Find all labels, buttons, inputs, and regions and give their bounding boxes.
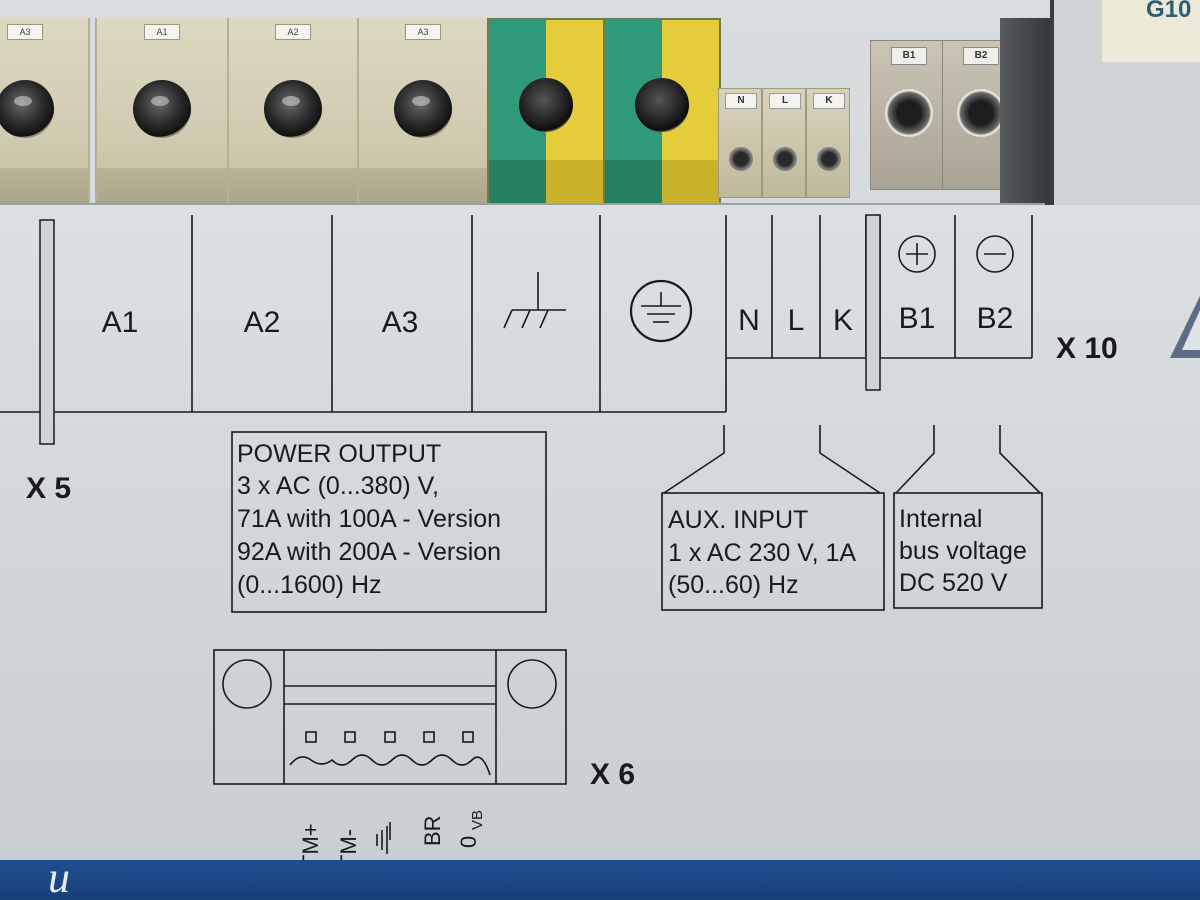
bottom-brand-strip: u — [0, 853, 1200, 900]
terminal-label-b2: B2 — [977, 302, 1014, 335]
terminal-tag: K — [813, 93, 845, 109]
aux-terminal: N — [718, 88, 762, 198]
power-output-line: 71A with 100A - Version — [237, 505, 501, 533]
x6-label: X 6 — [590, 758, 635, 791]
terminal-tag: N — [725, 93, 757, 109]
aux-input-line: (50...60) Hz — [668, 571, 799, 599]
terminal-tag: A3 — [7, 24, 43, 40]
bus-terminal: B1 — [870, 40, 946, 190]
x6-pin-subscript: VB — [469, 810, 486, 830]
terminal-tag: A3 — [405, 24, 441, 40]
terminal-label-b1: B1 — [899, 302, 936, 335]
bus-voltage-line: DC 520 V — [899, 569, 1008, 597]
aux-terminal: K — [806, 88, 850, 198]
device-housing: G10 — [1050, 0, 1200, 230]
terminal-label-k: K — [833, 304, 853, 337]
x10-label: X 10 — [1056, 332, 1118, 365]
terminal-label-l: L — [788, 304, 805, 337]
terminal-screw — [635, 78, 689, 132]
power-output-line: POWER OUTPUT — [237, 440, 441, 468]
aux-input-line: AUX. INPUT — [668, 506, 808, 534]
power-output-line: (0...1600) Hz — [237, 571, 382, 599]
power-output-line: 3 x AC (0...380) V, — [237, 472, 439, 500]
terminal-screw — [394, 80, 452, 138]
terminal-tag: B2 — [963, 47, 999, 65]
x6-pin-label: BR — [420, 815, 445, 846]
bus-voltage-line: Internal — [899, 505, 982, 533]
terminal-screw — [519, 78, 573, 132]
terminal-screw — [0, 80, 54, 138]
terminal-block: A2 — [227, 18, 359, 218]
device-label: G10 — [1102, 0, 1200, 62]
terminal-label-a2: A2 — [244, 306, 281, 339]
aux-input-line: 1 x AC 230 V, 1A — [668, 539, 856, 567]
terminal-tag: A1 — [144, 24, 180, 40]
x6-pin-label: 0 — [456, 836, 481, 848]
power-output-line: 92A with 200A - Version — [237, 538, 501, 566]
x5-label: X 5 — [26, 472, 71, 505]
warning-triangle-icon — [1170, 296, 1200, 358]
terminal-label-a1: A1 — [102, 306, 139, 339]
bus-voltage-line: bus voltage — [899, 537, 1027, 565]
terminal-tag: B1 — [891, 47, 927, 65]
terminal-screw — [133, 80, 191, 138]
brand-fragment: u — [48, 853, 70, 900]
terminal-screw — [264, 80, 322, 138]
terminal-tag: L — [769, 93, 801, 109]
terminal-label-n: N — [738, 304, 760, 337]
terminal-block: A3 — [357, 18, 489, 218]
terminal-label-a3: A3 — [382, 306, 419, 339]
aux-terminal: L — [762, 88, 806, 198]
terminal-tag: A2 — [275, 24, 311, 40]
